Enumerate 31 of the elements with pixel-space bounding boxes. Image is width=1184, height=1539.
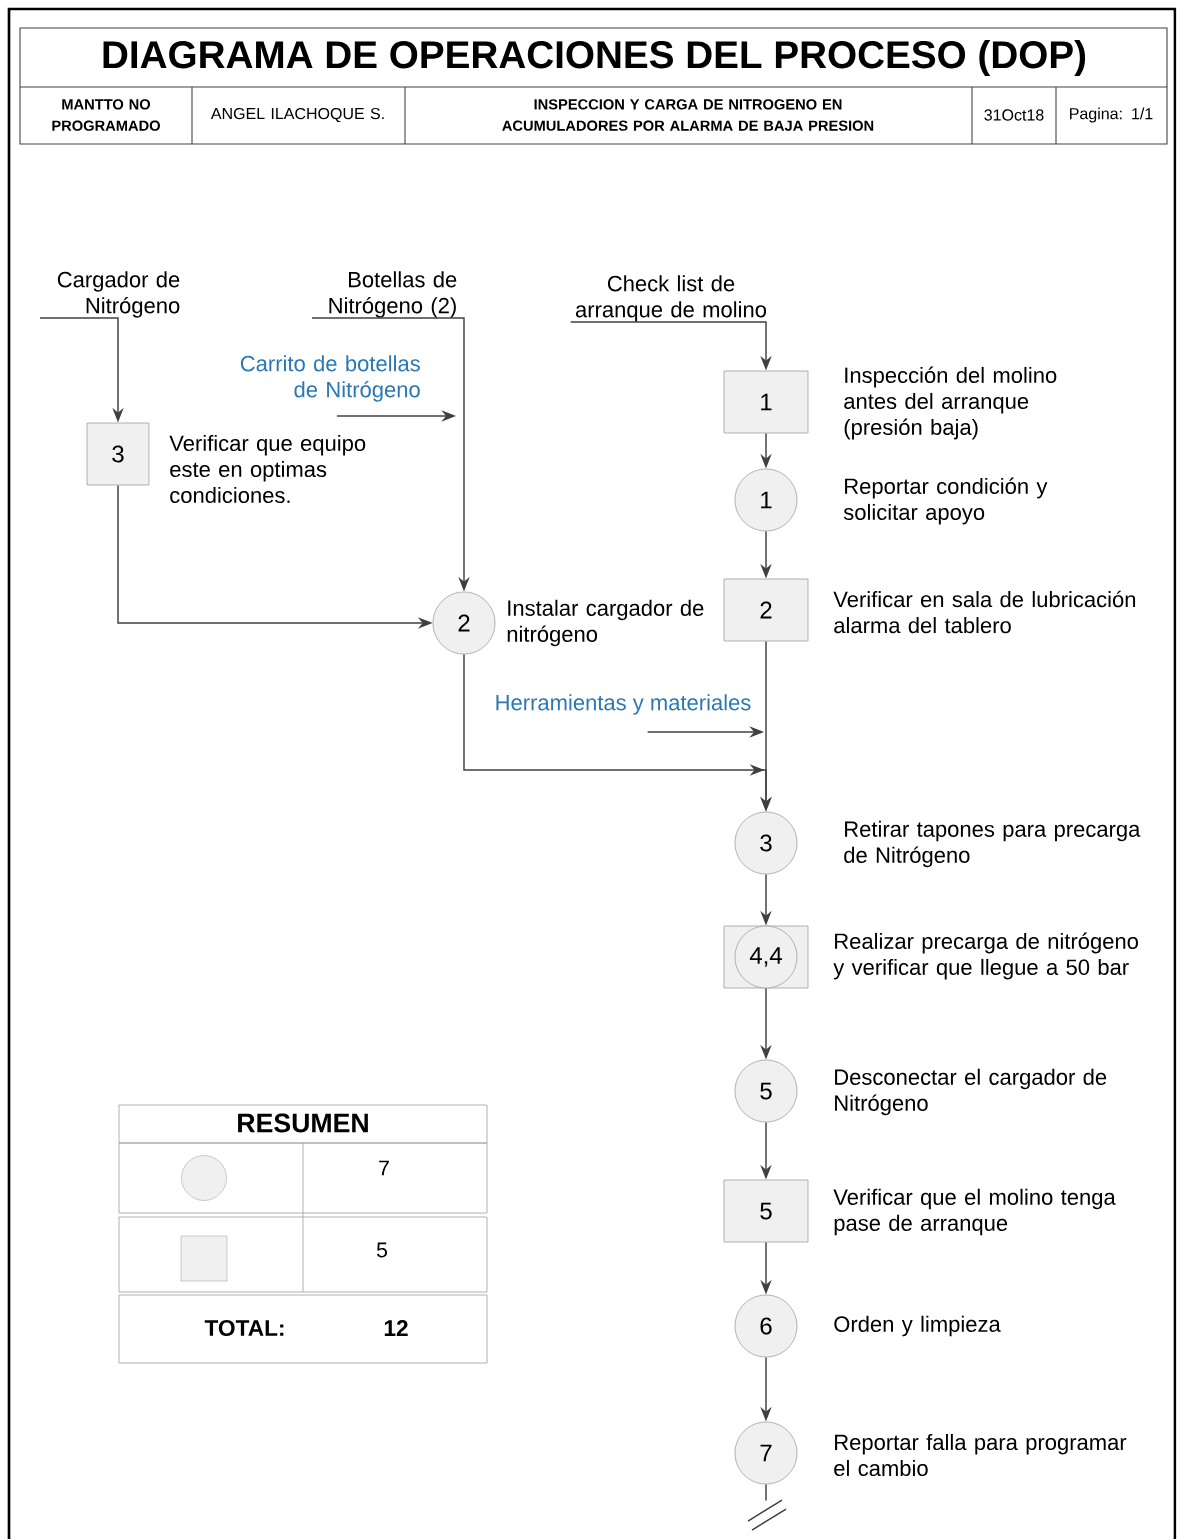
step-description: Retirar tapones para precarga de Nitrógeno xyxy=(844,820,1141,868)
summary-label: TOTAL: xyxy=(204,1320,284,1337)
material-label: Herramientas y materiales xyxy=(496,694,751,715)
operation-box: 3 xyxy=(86,422,150,486)
header-cell: 31Oct18 xyxy=(984,109,1044,121)
header-cell: MANTTO NO PROGRAMADO xyxy=(52,99,160,131)
summary-label: 7 xyxy=(379,1160,389,1176)
step-description: Reportar condición y solicitar apoyo xyxy=(843,477,1048,525)
step-description: Desconectar el cargador de Nitrógeno xyxy=(835,1068,1107,1116)
input-label: Botellas de Nitrógeno (2) xyxy=(329,271,457,318)
input-label: Cargador de Nitrógeno xyxy=(57,271,180,318)
header-cell: Pagina: 1/1 xyxy=(1070,107,1153,123)
step-description: Reportar falla para programar el cambio xyxy=(834,1433,1127,1477)
step-description: Inspección del molino antes del arranque (presión baja) xyxy=(844,366,1057,440)
material-label: Carrito de botellas de Nitrógeno xyxy=(240,355,420,402)
step-description: Verificar en sala de lubricación alarma del tablero xyxy=(833,590,1136,634)
step-description: Verificar que el molino tenga pase de arranque xyxy=(833,1188,1116,1236)
operation-box: 2 xyxy=(723,578,809,642)
summary-label: 12 xyxy=(384,1320,408,1336)
title: DIAGRAMA DE OPERACIONES DEL PROCESO (DOP) xyxy=(103,40,1086,77)
step-description: Orden y limpieza xyxy=(834,1315,1001,1337)
operation-box: 5 xyxy=(723,1179,809,1243)
summary-label: RESUMEN xyxy=(238,1113,368,1133)
step-description: Realizar precarga de nitrógeno y verificar que llegue a 50 bar xyxy=(833,932,1138,980)
header-cell: INSPECCION Y CARGA DE NITROGENO EN ACUMULADORES POR ALARMA DE BAJA PRESION xyxy=(502,99,874,131)
step-description: Instalar cargador de nitrógeno xyxy=(507,599,704,647)
summary-label: 5 xyxy=(376,1242,388,1258)
operation-box: 1 xyxy=(723,370,809,434)
header-cell: ANGEL ILACHOQUE S. xyxy=(210,107,384,123)
input-label: Check list de arranque de molino xyxy=(575,275,767,322)
step-description: Verificar que equipo este en optimas condiciones. xyxy=(169,434,366,504)
